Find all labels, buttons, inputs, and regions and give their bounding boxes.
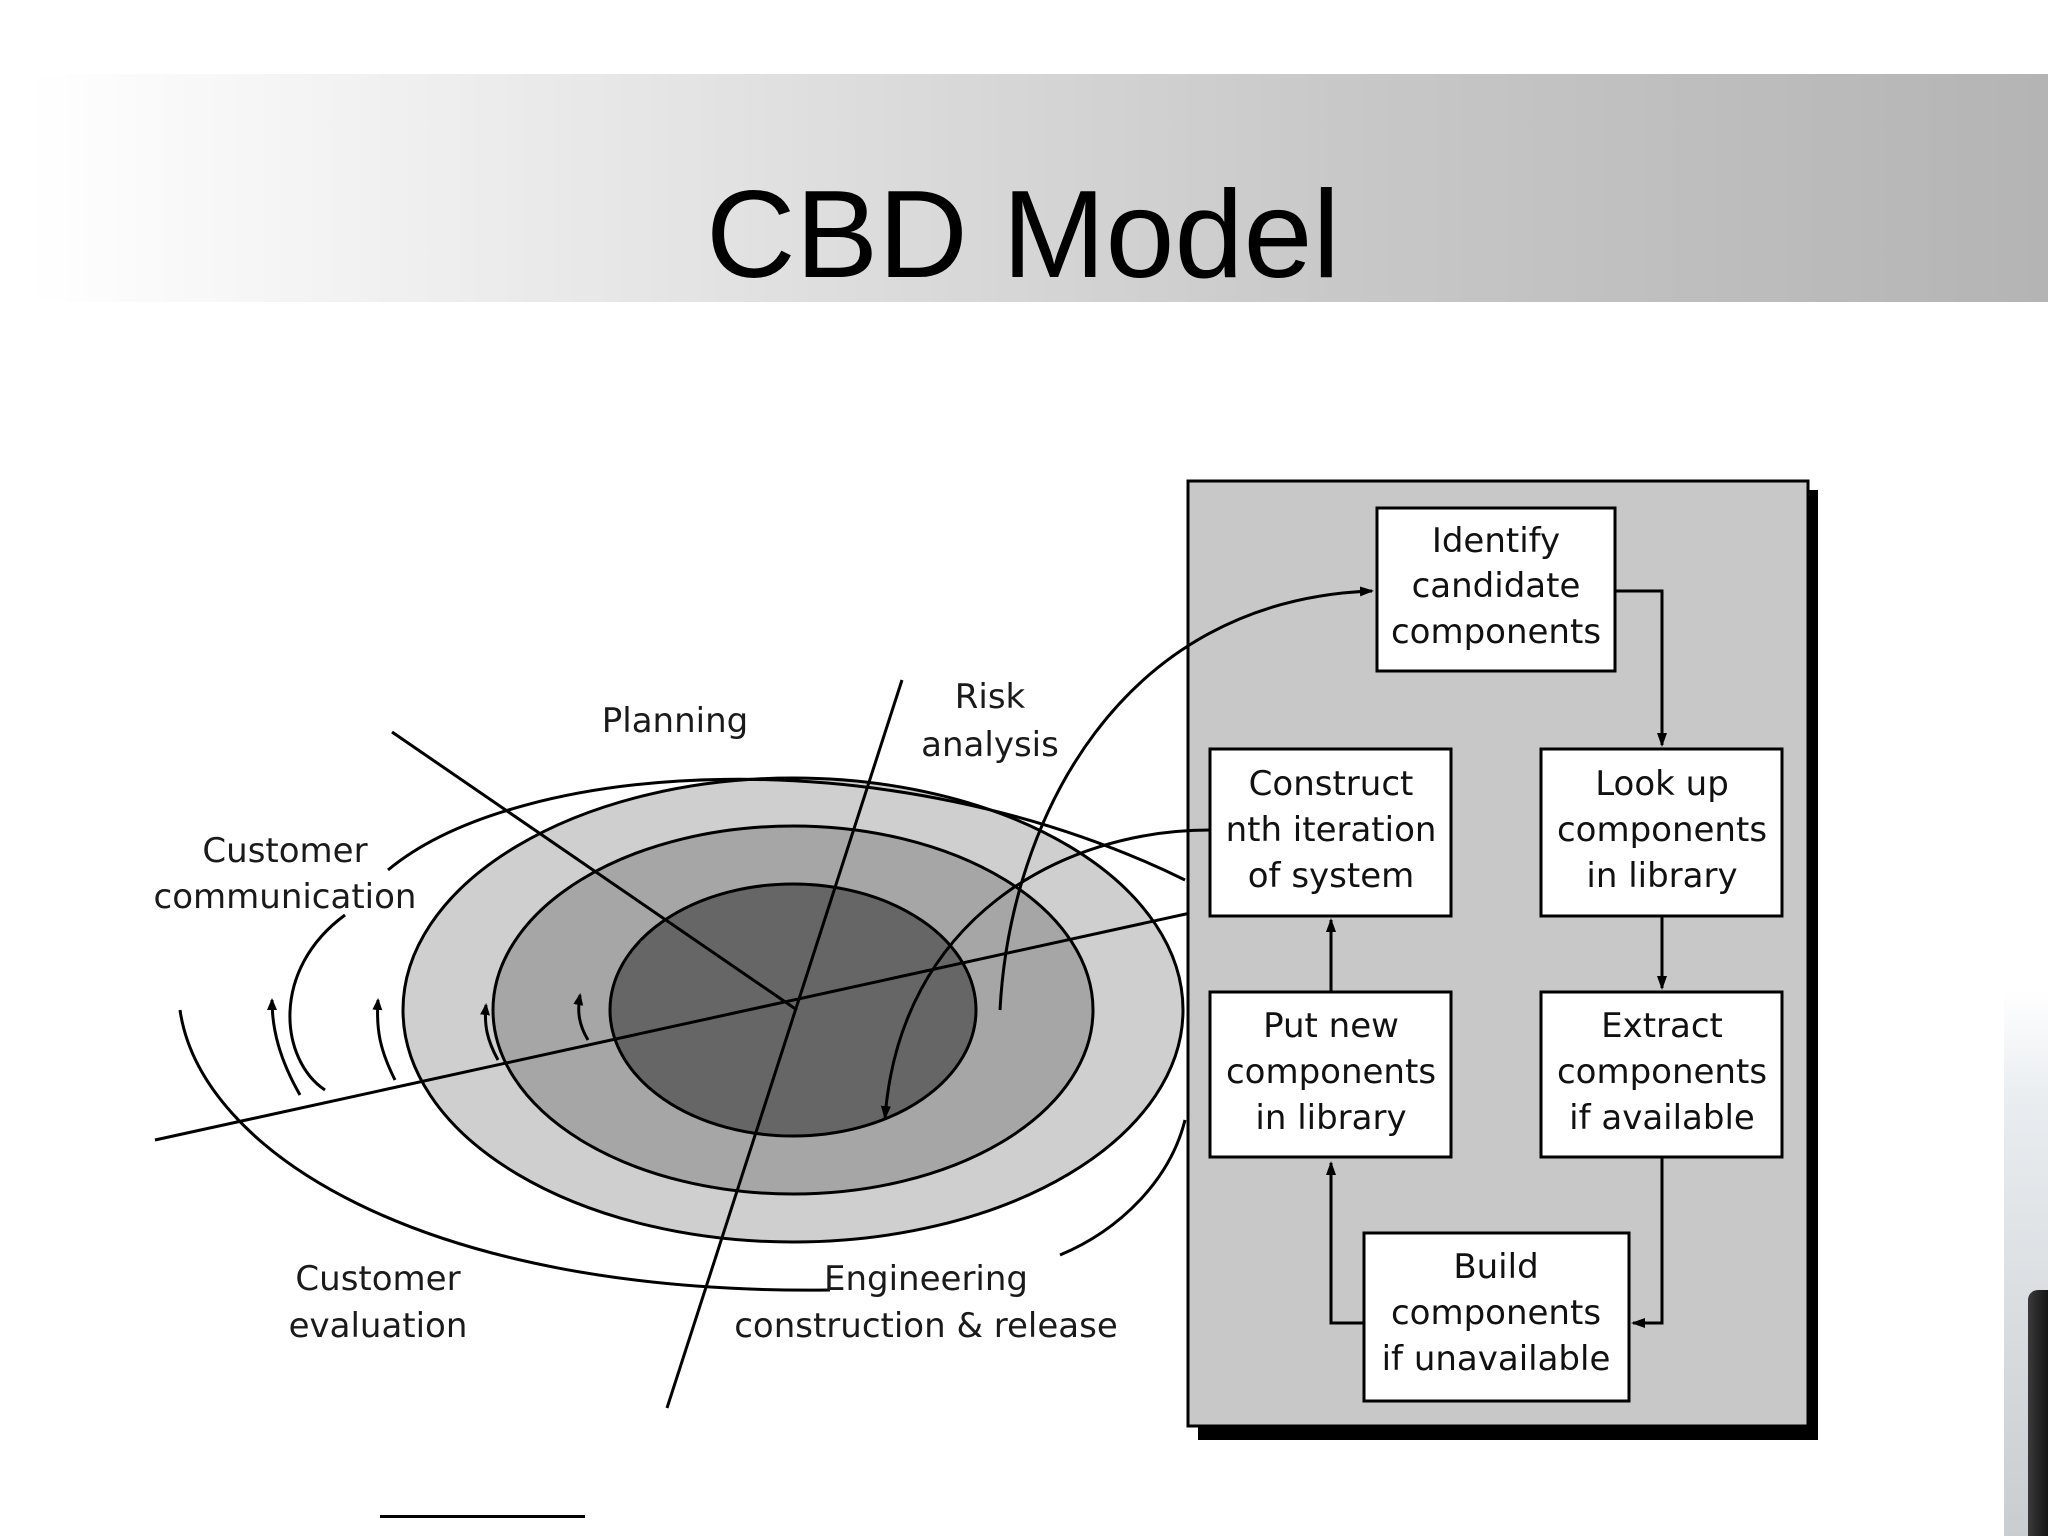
box-construct: Construct nth iteration of system (1208, 747, 1453, 918)
component-panel: Identify candidate components Construct … (1186, 479, 1818, 1440)
spiral-ring-inner (608, 882, 978, 1138)
svg-text:nth iteration: nth iteration (1226, 810, 1437, 850)
axis-line-diagonal (391, 730, 798, 1012)
arrow-spiral-to-identify (998, 586, 1374, 1011)
label-planning: Planning (602, 701, 748, 741)
svg-text:Look up: Look up (1595, 764, 1729, 804)
spiral-arc-outer-bottom (178, 1009, 831, 1292)
svg-text:if available: if available (1569, 1098, 1755, 1138)
axis-line-vertical (665, 679, 904, 1409)
arrow-identify-to-lookup (1615, 589, 1667, 747)
spiral-arc-right (1059, 1119, 1187, 1257)
title-band (30, 74, 2048, 302)
box-extract: Extract components if available (1539, 990, 1784, 1159)
svg-text:if unavailable: if unavailable (1382, 1339, 1611, 1379)
label-customer-communication-2: communication (154, 877, 417, 917)
label-engineering-2: construction & release (734, 1306, 1118, 1346)
svg-text:components: components (1391, 1293, 1601, 1333)
svg-text:Build: Build (1453, 1247, 1538, 1287)
spiral-model: Planning Risk analysis Customer communic… (154, 677, 1196, 1409)
arrow-construct-to-spiral (880, 828, 1211, 1120)
label-customer-evaluation-2: evaluation (289, 1306, 468, 1346)
svg-text:Extract: Extract (1601, 1006, 1723, 1046)
svg-text:of system: of system (1248, 856, 1415, 896)
arrow-build-to-putnew (1326, 1161, 1364, 1325)
svg-text:Put new: Put new (1263, 1006, 1399, 1046)
svg-text:components: components (1557, 810, 1767, 850)
flow-arrow-icon (573, 993, 590, 1041)
svg-text:Construct: Construct (1249, 764, 1414, 804)
label-customer-communication-1: Customer (202, 831, 367, 871)
flow-arrow-icon (480, 1003, 500, 1061)
box-lookup: Look up components in library (1539, 747, 1784, 918)
label-customer-evaluation-1: Customer (295, 1259, 460, 1299)
box-build: Build components if unavailable (1362, 1231, 1631, 1403)
svg-text:components: components (1391, 612, 1601, 652)
label-risk-analysis-1: Risk (955, 677, 1026, 717)
spiral-arc-outer-top (387, 777, 1186, 882)
svg-text:in library: in library (1255, 1098, 1406, 1138)
flow-arrow-icon (267, 998, 302, 1096)
spiral-arc-left (288, 913, 346, 1092)
svg-text:components: components (1226, 1052, 1436, 1092)
axis-line-horizontal (154, 910, 1196, 1142)
svg-text:Identify: Identify (1432, 521, 1560, 561)
page-title: CBD Model (706, 166, 1340, 304)
flow-arrow-icon (372, 998, 397, 1081)
box-identify: Identify candidate components (1375, 506, 1617, 673)
svg-text:candidate: candidate (1412, 566, 1581, 606)
arrow-extract-to-build (1631, 1157, 1664, 1328)
label-risk-analysis-2: analysis (921, 725, 1059, 765)
footnote-divider (380, 1515, 585, 1518)
svg-text:components: components (1557, 1052, 1767, 1092)
box-put-new: Put new components in library (1208, 990, 1453, 1159)
svg-text:in library: in library (1586, 856, 1737, 896)
corner-person-figure (2028, 1290, 2048, 1536)
label-engineering-1: Engineering (824, 1259, 1028, 1299)
